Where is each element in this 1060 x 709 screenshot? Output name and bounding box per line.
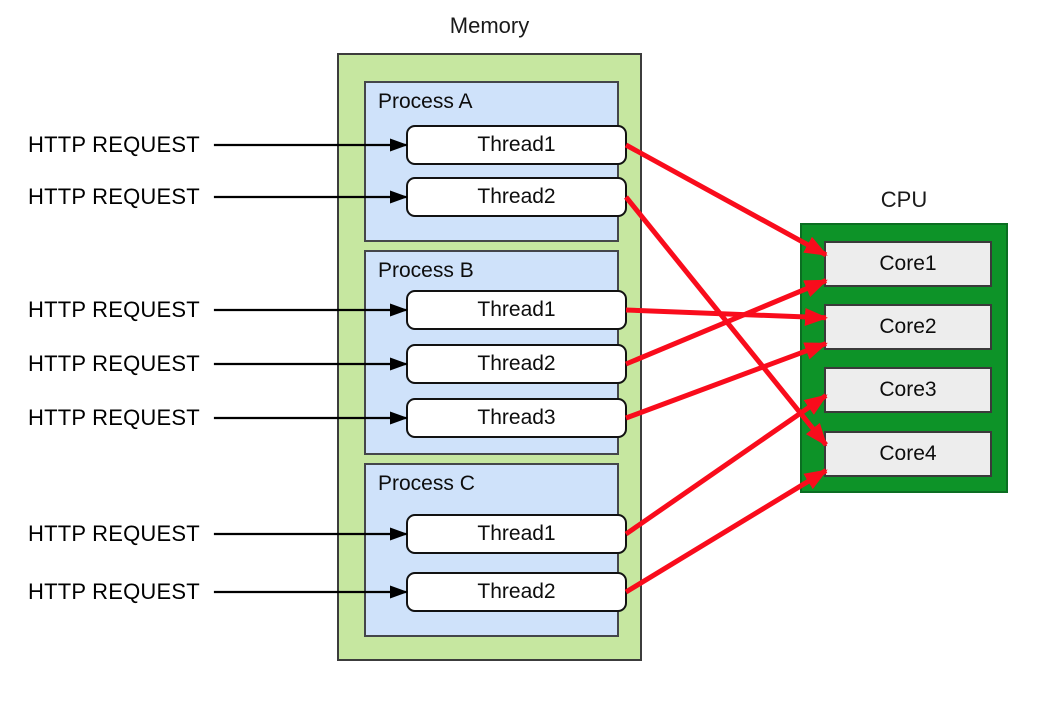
thread-box: Thread1 bbox=[406, 290, 627, 330]
process-b-box: Process B Thread1 Thread2 Thread3 bbox=[364, 250, 627, 455]
memory-box: Process A Thread1 Thread2 Process B Thre… bbox=[337, 53, 642, 661]
thread-label: Thread3 bbox=[477, 406, 556, 429]
http-request-row: HTTP REQUEST bbox=[28, 579, 200, 605]
thread-box: Thread2 bbox=[406, 344, 627, 384]
core-box: Core2 bbox=[824, 304, 992, 350]
http-request-label: HTTP REQUEST bbox=[28, 521, 200, 546]
http-request-label: HTTP REQUEST bbox=[28, 297, 200, 322]
core-label: Core3 bbox=[879, 378, 937, 401]
thread-label: Thread2 bbox=[477, 185, 556, 208]
http-request-row: HTTP REQUEST bbox=[28, 521, 200, 547]
http-request-label: HTTP REQUEST bbox=[28, 351, 200, 376]
thread-label: Thread1 bbox=[477, 133, 556, 156]
process-a-name: Process A bbox=[378, 90, 473, 113]
process-b-name: Process B bbox=[378, 259, 474, 282]
cpu-box: Core1 Core2 Core3 Core4 bbox=[800, 223, 1008, 493]
thread-label: Thread1 bbox=[477, 522, 556, 545]
core-box: Core4 bbox=[824, 431, 992, 477]
thread-box: Thread1 bbox=[406, 514, 627, 554]
http-request-row: HTTP REQUEST bbox=[28, 132, 200, 158]
process-c-name: Process C bbox=[378, 472, 475, 495]
thread-box: Thread3 bbox=[406, 398, 627, 438]
core-label: Core2 bbox=[879, 315, 937, 338]
http-request-row: HTTP REQUEST bbox=[28, 184, 200, 210]
core-label: Core4 bbox=[879, 442, 937, 465]
http-request-row: HTTP REQUEST bbox=[28, 405, 200, 431]
http-request-row: HTTP REQUEST bbox=[28, 351, 200, 377]
cpu-title: CPU bbox=[880, 187, 928, 212]
core-label: Core1 bbox=[879, 252, 937, 275]
process-a-box: Process A Thread1 Thread2 bbox=[364, 81, 627, 242]
thread-box: Thread2 bbox=[406, 177, 627, 217]
http-request-label: HTTP REQUEST bbox=[28, 405, 200, 430]
thread-label: Thread2 bbox=[477, 580, 556, 603]
memory-title: Memory bbox=[449, 13, 530, 38]
thread-box: Thread2 bbox=[406, 572, 627, 612]
thread-label: Thread2 bbox=[477, 352, 556, 375]
core-box: Core3 bbox=[824, 367, 992, 413]
core-box: Core1 bbox=[824, 241, 992, 287]
thread-box: Thread1 bbox=[406, 125, 627, 165]
http-request-label: HTTP REQUEST bbox=[28, 132, 200, 157]
http-request-row: HTTP REQUEST bbox=[28, 297, 200, 323]
process-c-box: Process C Thread1 Thread2 bbox=[364, 463, 627, 637]
http-request-label: HTTP REQUEST bbox=[28, 579, 200, 604]
http-request-label: HTTP REQUEST bbox=[28, 184, 200, 209]
thread-label: Thread1 bbox=[477, 298, 556, 321]
